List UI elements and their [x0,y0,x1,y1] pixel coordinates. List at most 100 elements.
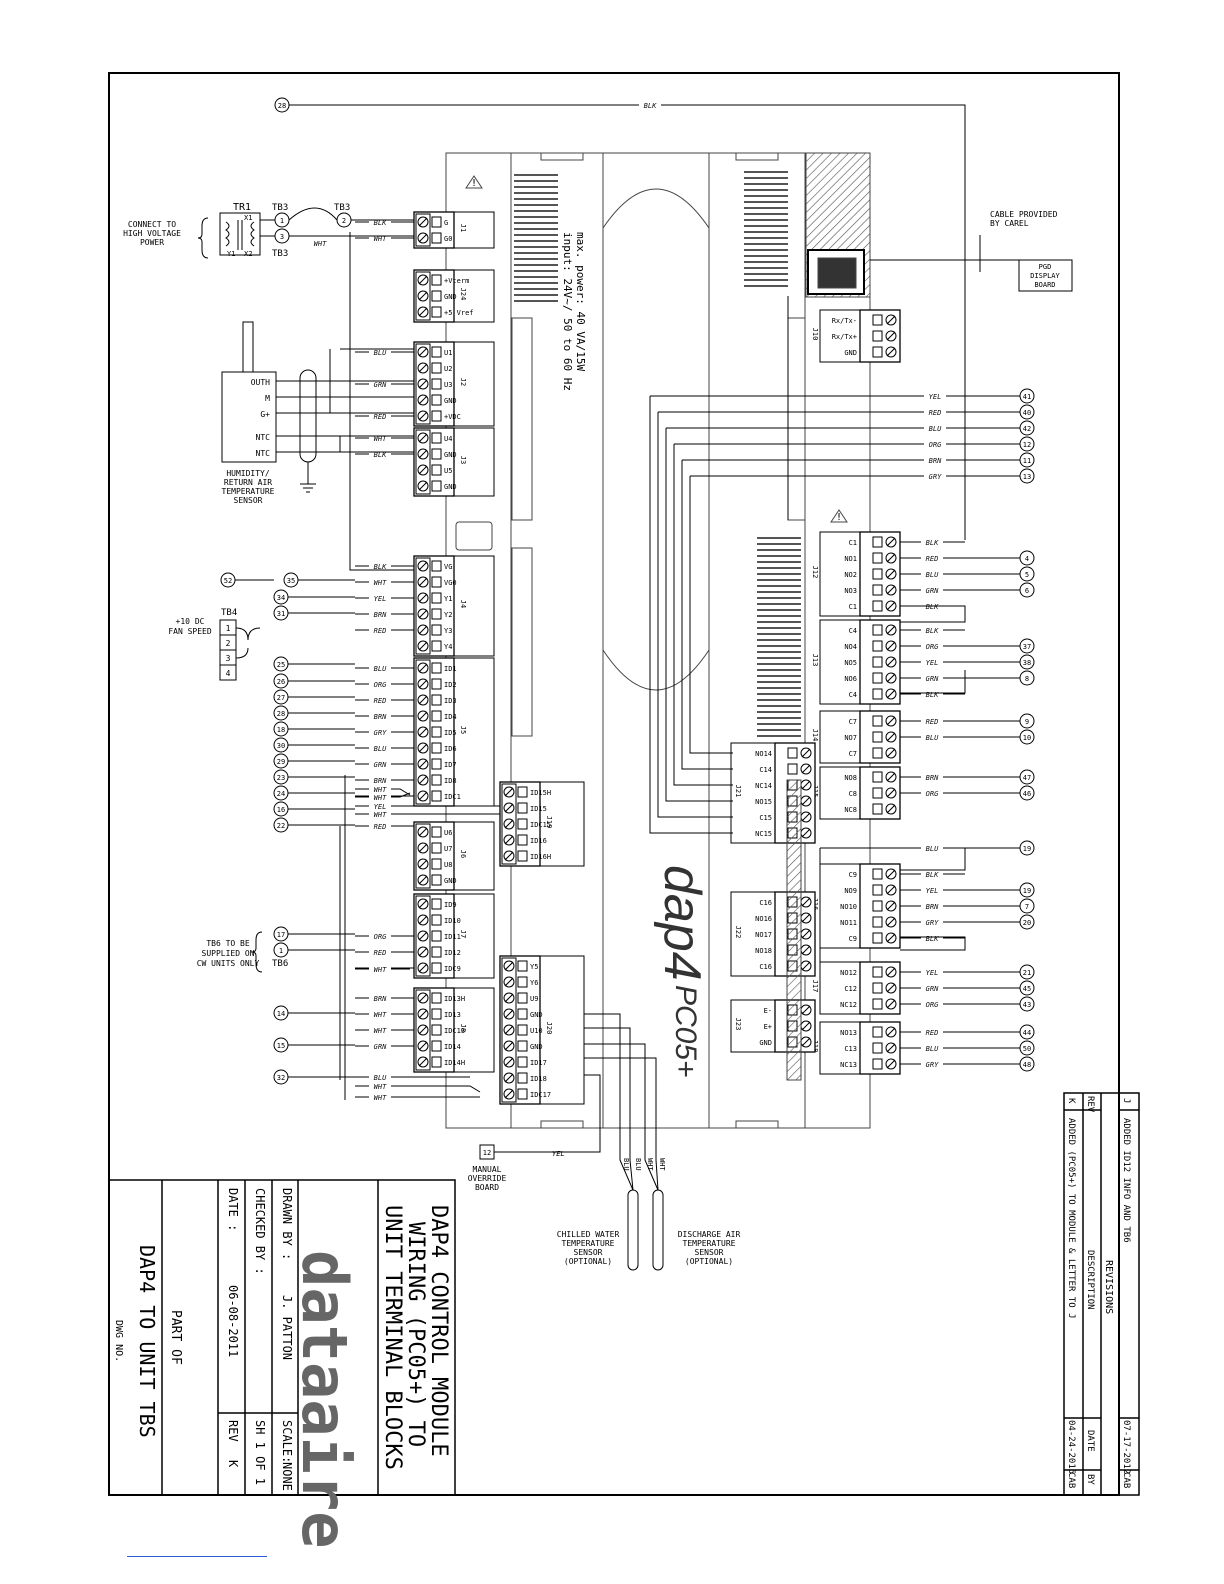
x1-label: X1 [244,214,252,222]
wire-color-label: RED [926,1029,939,1037]
wire-color-label: RED [374,823,387,831]
by-col: BY [1085,1474,1095,1485]
wire-label-bg [369,449,391,458]
pin-label: C14 [759,766,772,774]
pin-socket [431,742,442,754]
wire-run [584,1027,634,1191]
wire-color-label: BLU [374,349,387,357]
discharge-note-3: SENSOR [695,1248,724,1257]
wire-number-bubbles: 3534312526272818302923241622171141532521… [220,97,1035,1085]
pin-label: Rx/Tx- [832,317,857,325]
wire-label-bg [921,625,943,634]
pin-label: ID16 [530,837,547,845]
screw-slot [886,772,896,782]
cable-note-1: CABLE PROVIDED [990,210,1058,219]
screw-slot [886,569,896,579]
bottom-wire-4: WHT [658,1158,666,1171]
pin-label: IDC13 [444,1027,465,1035]
wire-run [649,396,733,834]
screw-slot [418,1057,428,1067]
screw-slot [418,963,428,973]
wire-number-circle [273,705,289,721]
terminal-frame [413,211,495,249]
wire-label-bg [369,577,391,586]
pin-socket [517,1040,528,1052]
tb4-pin-4: 4 [226,669,231,678]
wire-color-label: WHT [374,235,387,243]
pin-label: GND [444,397,457,405]
manual-override-board [479,1144,495,1160]
wire-label-bg [369,801,391,810]
wire-number: 47 [1023,774,1031,782]
pin-label: G0 [444,235,452,243]
discharge-note-4: (OPTIONAL) [685,1257,733,1266]
wire-number: 18 [277,726,285,734]
pin-socket [431,290,442,302]
wire-number: 34 [277,594,285,602]
pin-label: U2 [444,365,452,373]
terminal-housing [415,659,431,805]
screw-slot [418,1009,428,1019]
screw-slot [886,537,896,547]
wire-label-bg [921,641,943,650]
wire-label-bg [369,792,391,801]
pin-socket [431,274,442,286]
wire-number-circle [273,605,289,621]
screw-slot [886,869,896,879]
pin-label: +VDC [444,413,461,421]
pin-socket [431,464,442,476]
rev-row-1-date: 07-17-2012 [1121,1420,1131,1474]
wire-color-label: BLK [374,451,387,459]
wire-label-bg [924,423,946,432]
wire-number: 45 [1023,985,1031,993]
pin-socket [872,568,883,580]
svg-text:!: ! [471,178,477,189]
wire-label-bg [921,885,943,894]
screw-slot [801,1021,811,1031]
wire-number-circle [1019,898,1035,914]
wire-color-label: GRY [926,1061,939,1069]
wire-run [900,936,966,951]
title-block [108,1179,456,1496]
pin-socket [872,552,883,564]
wire-label-bg [921,1059,943,1068]
rev-row-1-by: CAB [1121,1472,1131,1488]
screw-slot [418,711,428,721]
humidity-note-1: HUMIDITY/ [226,469,270,478]
pin-socket [872,966,883,978]
wire-label-bg [924,471,946,480]
pin-label: NO12 [840,969,857,977]
wire-label-bg [369,947,391,956]
wire-color-label: BLU [374,745,387,753]
pin-socket [517,1024,528,1036]
wire-number: 17 [277,931,285,939]
humidity-pin-1: OUTH [251,378,270,387]
wire-number: 10 [1023,734,1031,742]
terminal-frame [413,269,495,323]
pin-label: NO3 [844,587,857,595]
rev-row-2-date: 04-24-2015 [1066,1420,1076,1474]
pin-socket [431,858,442,870]
wire-number-circle [1019,914,1035,930]
humidity-note-2: RETURN AIR [224,478,272,487]
pin-socket [872,536,883,548]
wire-number: 5 [1025,571,1029,579]
dataaire-logo: dataaire [288,1250,361,1549]
pin-label: Y4 [444,643,452,651]
wire-color-label: BRN [374,611,387,619]
terminal-frame [413,555,495,657]
wire-number: 2 [342,217,346,225]
pin-label: VG [444,563,452,571]
hatched-strip [786,779,802,1081]
pin-label: +Vterm [444,277,469,285]
rev-label: REV [226,1420,240,1442]
screw-slot [418,947,428,957]
screw-slot [418,859,428,869]
screw-slot [418,759,428,769]
screw-slot [418,291,428,301]
pin-label: NO10 [840,903,857,911]
wire-run [584,1043,659,1191]
block-id: J2 [459,378,467,386]
dwg-no-label: DWG NO. [113,1320,124,1362]
wire-color-label: BLK [644,102,657,110]
